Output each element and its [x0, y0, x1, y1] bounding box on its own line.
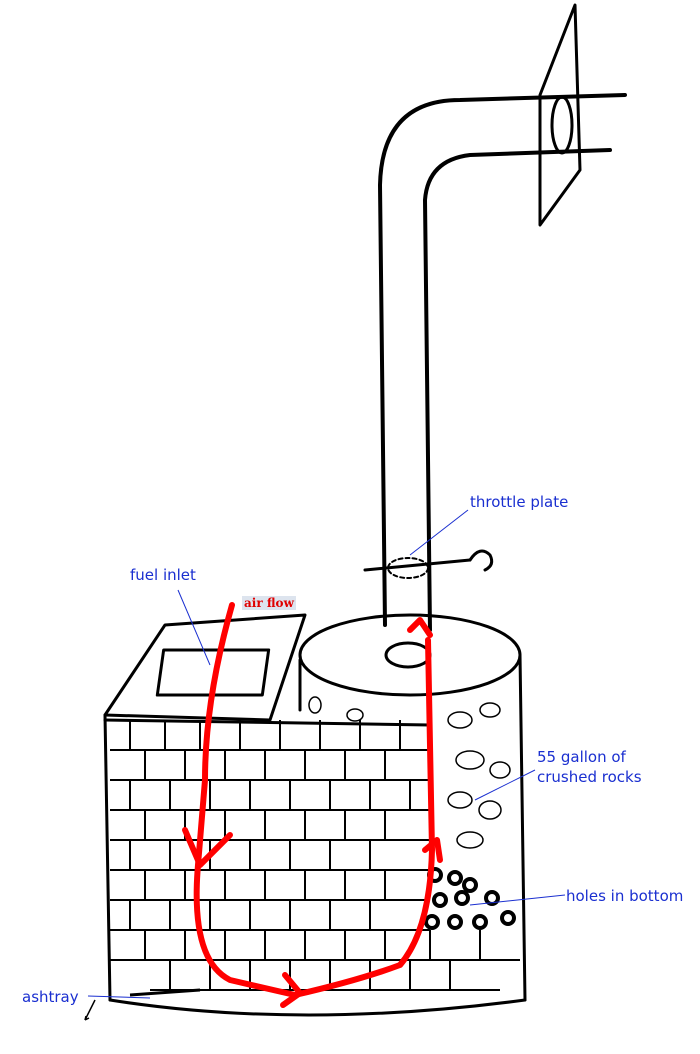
- throttle-plate: [363, 558, 472, 572]
- leader-lines: [87, 509, 566, 999]
- label-air-flow: air flow: [242, 596, 296, 610]
- brick-pattern: [110, 720, 520, 997]
- holes-in-bottom: [424, 867, 516, 930]
- crushed-rocks: [308, 696, 511, 849]
- label-holes-in-bottom: holes in bottom: [566, 887, 684, 905]
- brick-body: [103, 718, 527, 1017]
- air-flow-path: [182, 602, 443, 1008]
- label-fuel-inlet: fuel inlet: [130, 566, 196, 584]
- label-rocks-line2: crushed rocks: [537, 768, 642, 786]
- label-ashtray: ashtray: [22, 988, 79, 1006]
- chimney-pipe: [378, 93, 627, 627]
- label-throttle-plate: throttle plate: [470, 493, 569, 511]
- fuel-box: [103, 613, 307, 722]
- label-rocks-line1: 55 gallon of: [537, 748, 626, 766]
- wall-flange: [538, 3, 582, 227]
